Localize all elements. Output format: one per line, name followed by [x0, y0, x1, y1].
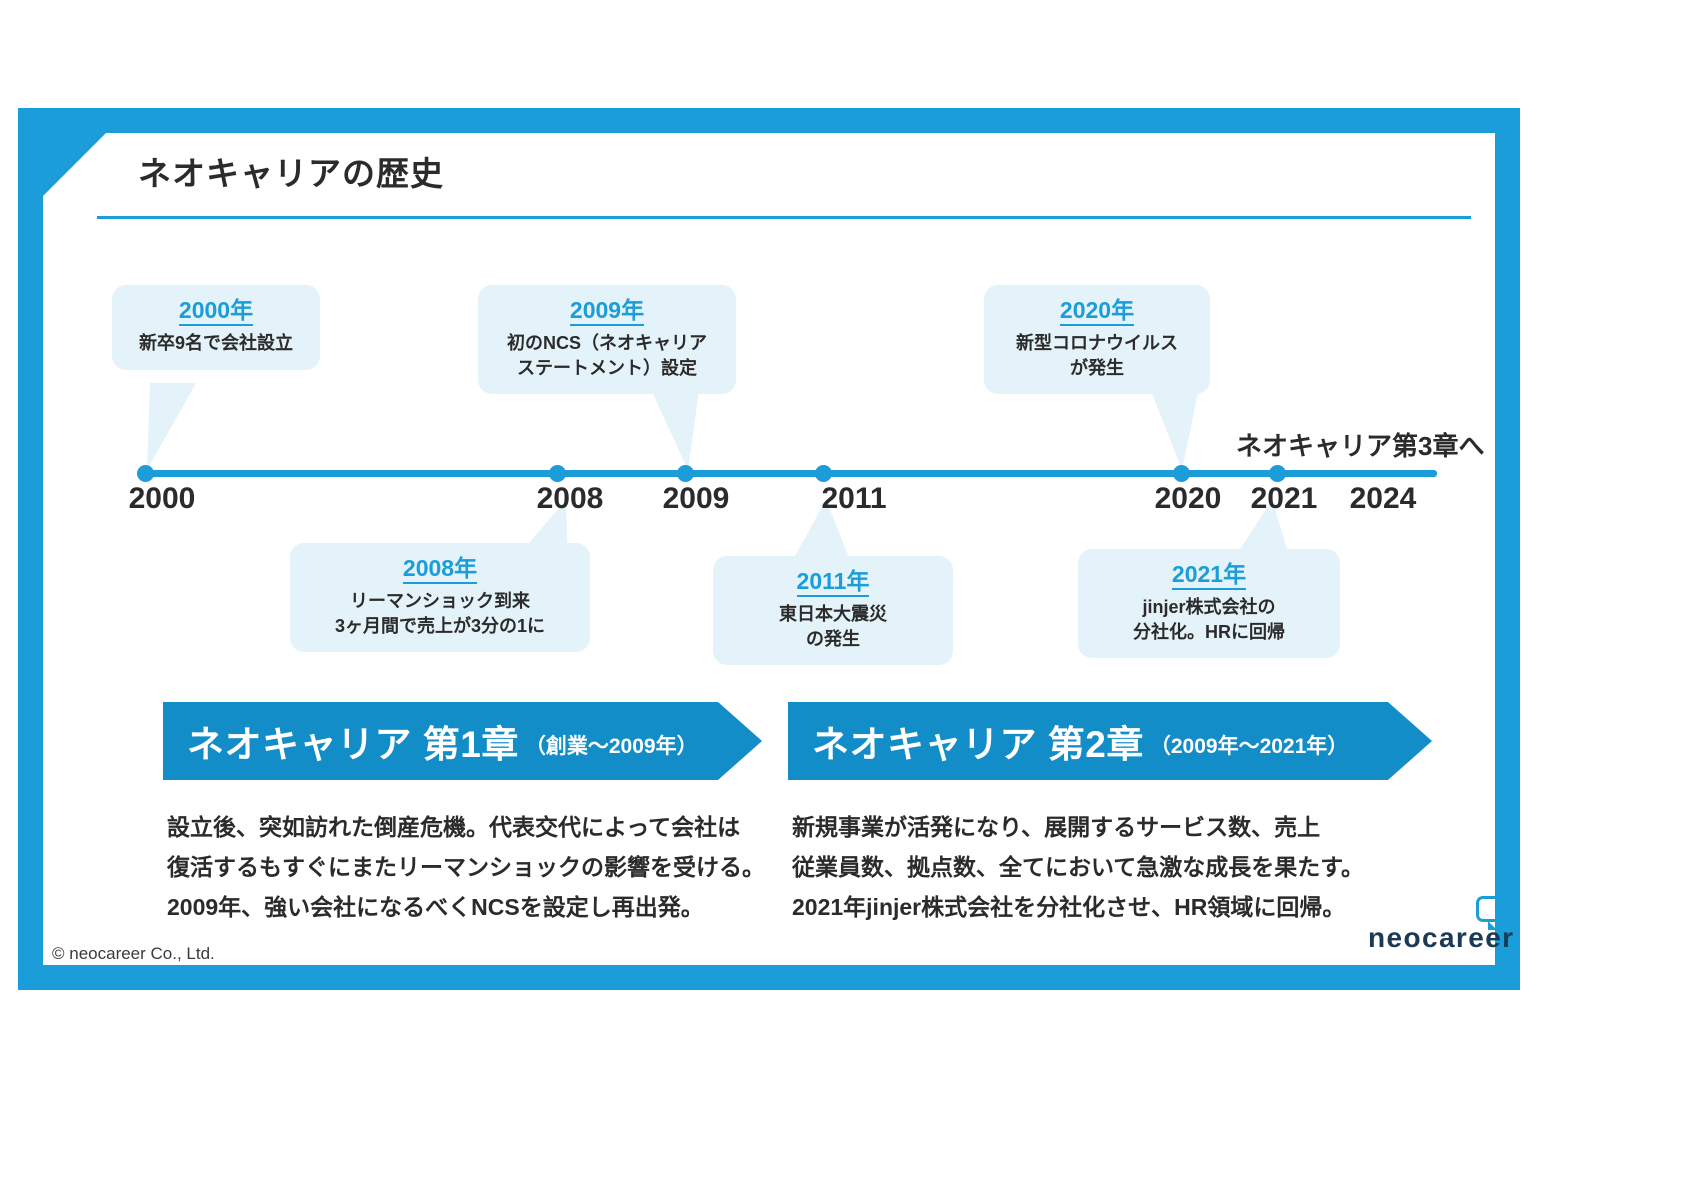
chapter-1-body-line-1: 設立後、突如訪れた倒産危機。代表交代によって会社は [167, 814, 741, 840]
timeline-label-2008: 2008 [536, 482, 604, 515]
chapter-2-body-line-3: 2021年jinjer株式会社を分社化させ、HR領域に回帰。 [792, 894, 1346, 920]
chapter-2-subtitle: （2009年〜2021年） [1149, 735, 1349, 758]
timeline-axis [137, 470, 1437, 477]
callout-line: 3ヶ月間で売上が3分の1に [334, 615, 546, 636]
timeline-dot-2011[interactable] [815, 465, 832, 482]
callout-year: 2021年 [1171, 561, 1247, 591]
callout-2000: 2000年 新卒9名で会社設立 [112, 285, 320, 370]
callout-line: の発生 [806, 628, 860, 649]
chapter-1-body-line-3: 2009年、強い会社になるべくNCSを設定し再出発。 [167, 894, 704, 920]
timeline-dot-2020[interactable] [1173, 465, 1190, 482]
callout-year: 2009年 [569, 297, 645, 327]
chapter-1-body-line-2: 復活するもすぐにまたリーマンショックの影響を受ける。 [167, 854, 765, 880]
timeline-label-2020: 2020 [1154, 482, 1222, 515]
callout-line: 新卒9名で会社設立 [138, 333, 293, 354]
page-title: ネオキャリアの歴史 [138, 155, 444, 192]
neocareer-logo: neocareer [1368, 896, 1520, 958]
copyright-text: © neocareer Co., Ltd. [52, 944, 215, 963]
callout-line: ステートメント）設定 [517, 357, 697, 378]
chapter-2-title: ネオキャリア 第2章 [812, 724, 1144, 765]
callout-year: 2011年 [796, 568, 870, 598]
callout-line: 新型コロナウイルス [1016, 333, 1178, 354]
chapter-1-arrow-icon [718, 702, 762, 780]
callout-2020: 2020年 新型コロナウイルス が発生 [984, 285, 1210, 395]
future-chapter-note: ネオキャリア第3章へ [1236, 431, 1485, 461]
callout-line: が発生 [1070, 357, 1124, 378]
timeline-label-2009: 2009 [662, 482, 730, 515]
callout-2009: 2009年 初のNCS（ネオキャリア ステートメント）設定 [478, 285, 736, 395]
logo-wordmark: neocareer [1368, 922, 1515, 953]
callout-year: 2020年 [1059, 297, 1135, 327]
title-divider [97, 216, 1471, 219]
callout-line: リーマンショック到来 [350, 591, 530, 612]
chapter-2-body-line-2: 従業員数、拠点数、全てにおいて急激な成長を果たす。 [792, 854, 1365, 880]
chapter-1-banner: ネオキャリア 第1章 （創業〜2009年） [163, 702, 718, 780]
callout-line: jinjer株式会社の [1142, 597, 1276, 618]
speech-bubble-icon [1476, 896, 1520, 930]
timeline-dot-2008[interactable] [549, 465, 566, 482]
timeline-label-2024: 2024 [1349, 482, 1417, 515]
chapter-1-title: ネオキャリア 第1章 [187, 724, 519, 765]
chapter-2-banner: ネオキャリア 第2章 （2009年〜2021年） [788, 702, 1388, 780]
chapter-2-arrow-icon [1388, 702, 1432, 780]
timeline-label-2021: 2021 [1250, 482, 1318, 515]
timeline-dot-2021[interactable] [1269, 465, 1286, 482]
callout-line: 東日本大震災 [779, 604, 887, 625]
callout-line: 初のNCS（ネオキャリア [506, 333, 707, 354]
callout-2021: 2021年 jinjer株式会社の 分社化。HRに回帰 [1078, 549, 1340, 659]
timeline-label-2011: 2011 [821, 482, 887, 515]
timeline-dot-2000[interactable] [137, 465, 154, 482]
timeline-dot-2009[interactable] [677, 465, 694, 482]
callout-2011: 2011年 東日本大震災 の発生 [713, 556, 953, 666]
callout-year: 2008年 [402, 555, 478, 585]
chapter-2-body-line-1: 新規事業が活発になり、展開するサービス数、売上 [792, 814, 1321, 840]
callout-year: 2000年 [178, 297, 254, 327]
chapter-1-subtitle: （創業〜2009年） [524, 735, 698, 758]
timeline-label-2000: 2000 [128, 482, 196, 515]
callout-2008: 2008年 リーマンショック到来 3ヶ月間で売上が3分の1に [290, 543, 590, 653]
callout-line: 分社化。HRに回帰 [1133, 621, 1285, 642]
